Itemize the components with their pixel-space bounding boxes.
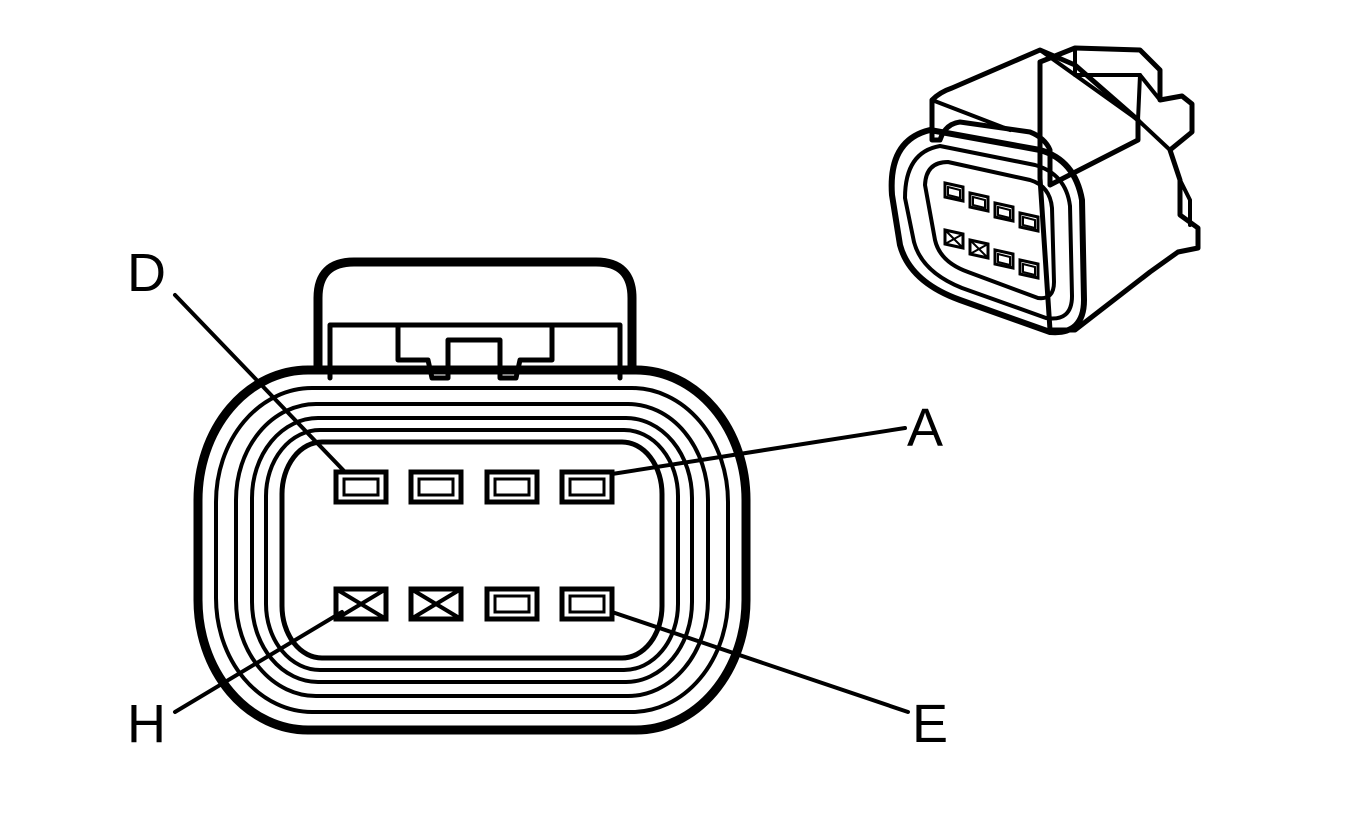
- outer-shell: [193, 365, 751, 735]
- pin-cavity: [484, 469, 540, 505]
- iso-body-ridge-3: [1178, 178, 1192, 227]
- iso-face-ring: [903, 144, 1074, 321]
- pin-cavity: [559, 469, 615, 505]
- label-h: H: [127, 694, 166, 754]
- pin-cavity: [408, 586, 464, 622]
- iso-pin-cavity: [993, 248, 1015, 270]
- iso-body-ridge-1: [1073, 46, 1162, 102]
- connector-face: [173, 257, 910, 735]
- iso-pin-cavity: [1018, 211, 1040, 233]
- seal-ring-3: [250, 416, 694, 684]
- seal-ring-2: [234, 402, 710, 698]
- seal-ring-5: [279, 439, 665, 661]
- locking-tab: [313, 257, 637, 375]
- label-d: D: [127, 243, 166, 303]
- iso-tab: [929, 47, 1141, 188]
- connector-isometric-view: [888, 45, 1201, 336]
- iso-pin-cavity: [943, 228, 965, 250]
- label-a: A: [907, 398, 943, 458]
- iso-face-outer: [888, 127, 1087, 336]
- pin-cavity: [333, 469, 389, 505]
- iso-pin-cavity: [1018, 258, 1040, 280]
- leader-line-h: [173, 610, 344, 714]
- pin-cavity: [484, 586, 540, 622]
- iso-pin-cavity: [993, 201, 1015, 223]
- seal-ring-4: [264, 428, 680, 672]
- pin-cavity: [559, 586, 615, 622]
- pin-cavity: [333, 586, 389, 622]
- leader-line-a: [610, 426, 907, 476]
- label-e: E: [912, 694, 948, 754]
- latch: [395, 322, 555, 381]
- locking-tab-inner: [327, 322, 623, 381]
- iso-pin-cavity: [968, 191, 990, 213]
- leader-line-d: [173, 293, 347, 474]
- iso-body-ridge-2: [1136, 73, 1172, 152]
- pin-cavities: [333, 469, 615, 622]
- iso-pin-cavity: [968, 238, 990, 260]
- iso-face-inner: [923, 160, 1056, 301]
- pin-cavity: [408, 469, 464, 505]
- seal-ring-1: [214, 386, 730, 714]
- leader-line-e: [610, 610, 910, 714]
- iso-tab-edge: [930, 48, 1140, 132]
- iso-pin-cavity: [943, 181, 965, 203]
- iso-pin-cavities: [943, 181, 1040, 280]
